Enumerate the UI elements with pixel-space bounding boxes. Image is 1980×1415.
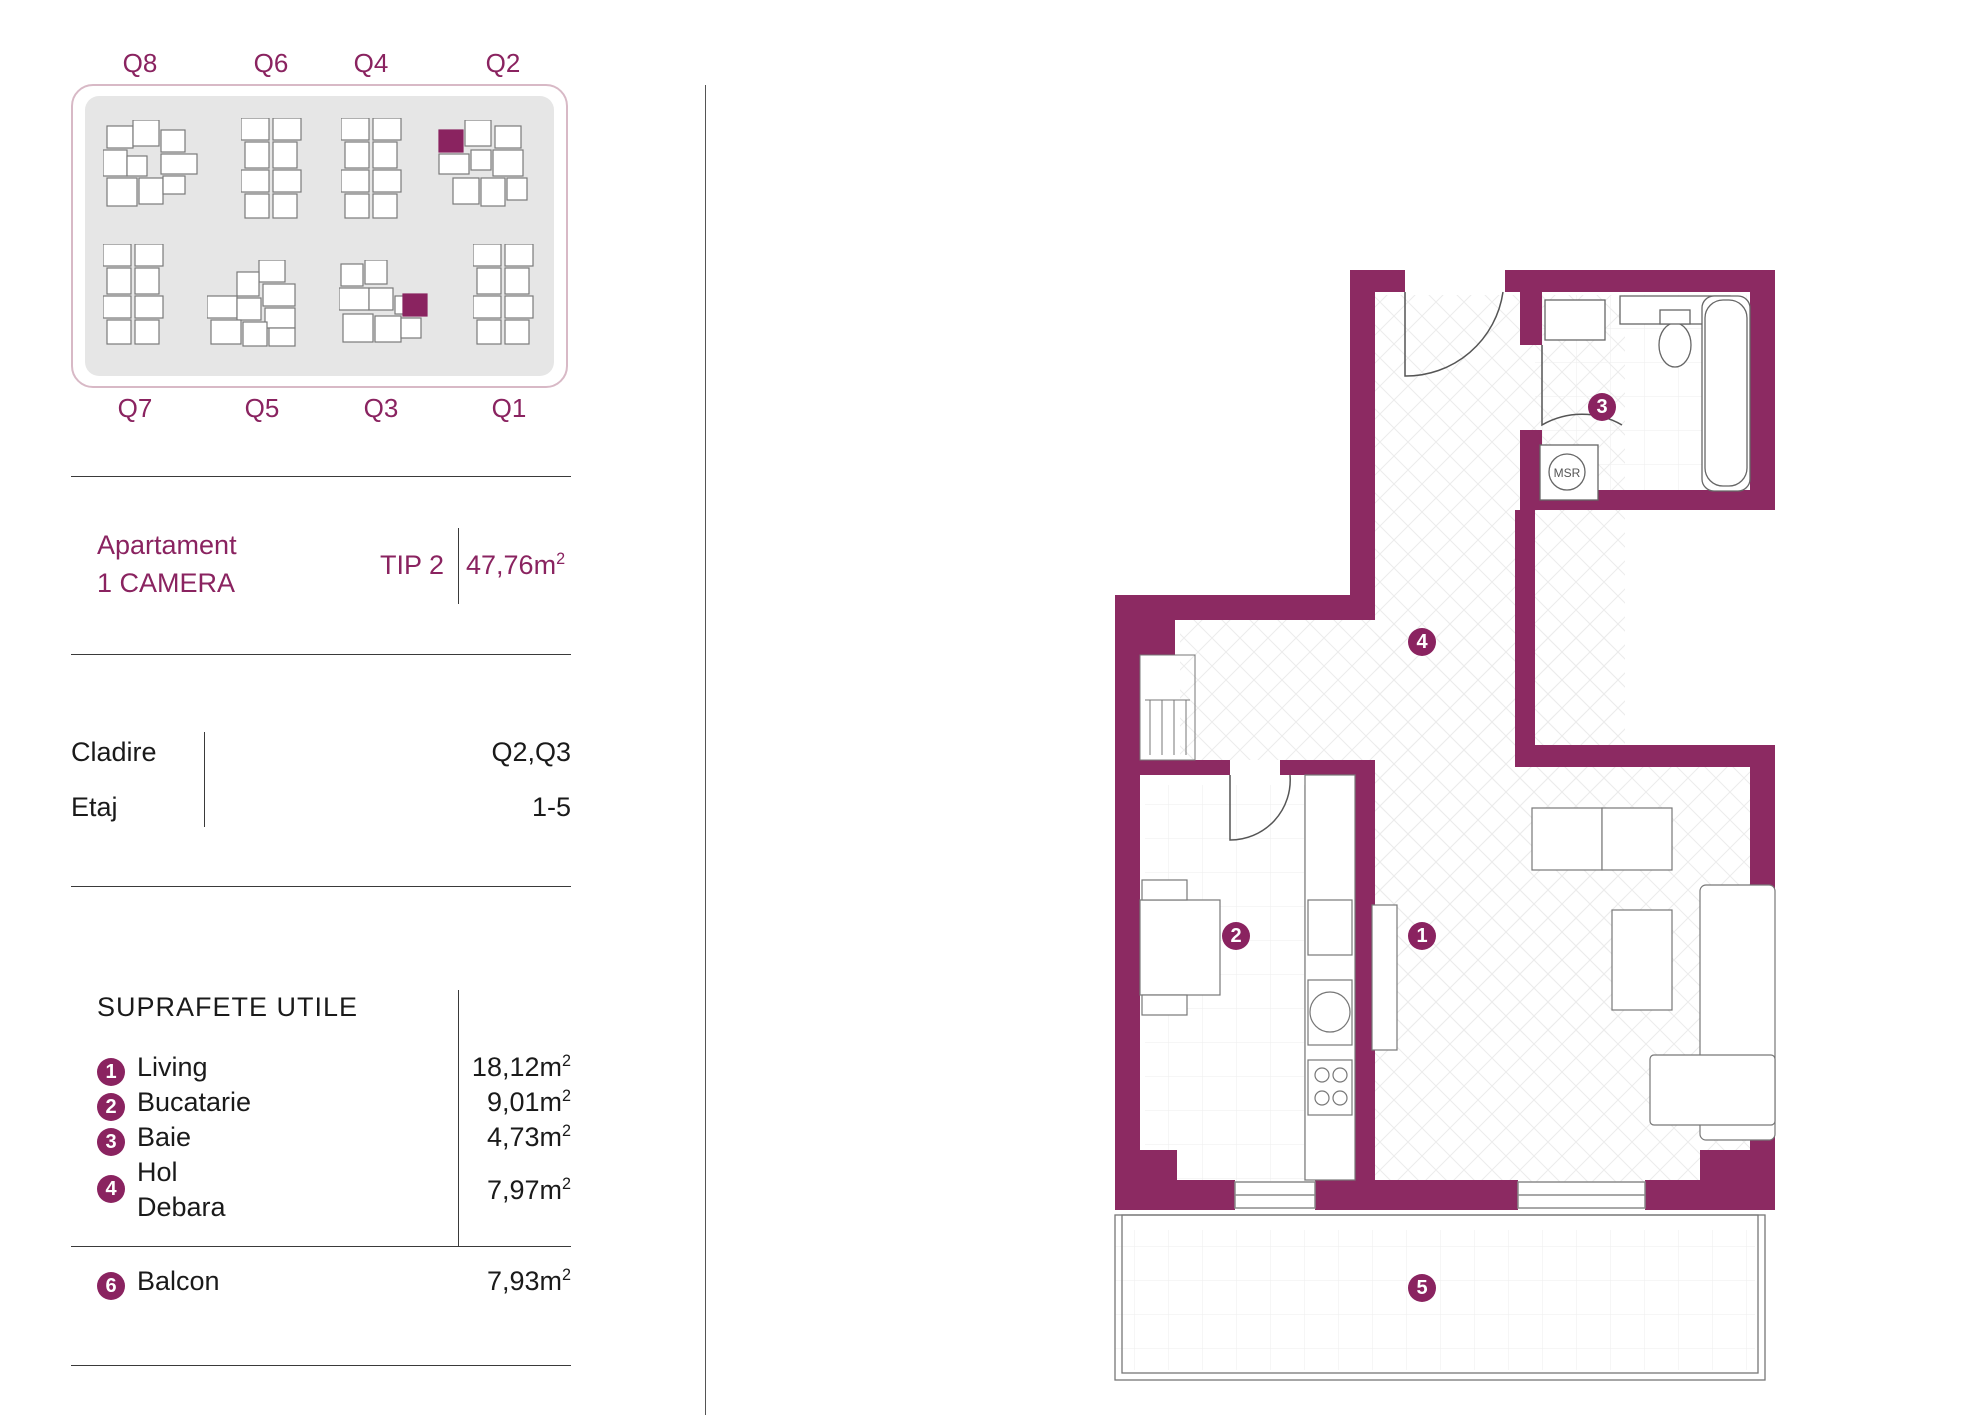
surface-value-bucatarie-text: 9,01m — [486, 1087, 562, 1117]
surface-value-balcon-text: 7,93m — [486, 1266, 562, 1296]
surface-num-3: 3 — [97, 1128, 125, 1156]
apartment-area: 47,76m2 — [466, 550, 565, 581]
balcony-railing — [1114, 1214, 1766, 1381]
label-q1: Q1 — [491, 393, 527, 423]
surfaces-separator — [458, 990, 459, 1246]
building-q7 — [103, 244, 164, 345]
cladire-value: Q2,Q3 — [491, 737, 571, 767]
corridor-floor — [1180, 620, 1625, 760]
cladire-label: Cladire — [71, 737, 157, 767]
surface-name-living: Living — [137, 1052, 208, 1082]
label-q2: Q2 — [485, 48, 521, 78]
doors — [1229, 291, 1623, 841]
building-q8 — [103, 120, 198, 207]
surface-sup-balcon: 2 — [561, 1266, 571, 1284]
surface-name-debara: Debara — [137, 1192, 226, 1222]
surface-sup-living: 2 — [561, 1052, 571, 1070]
summary-separator — [458, 528, 459, 604]
plan-marker-5: 5 — [1408, 1274, 1436, 1302]
plan-marker-2: 2 — [1222, 922, 1250, 950]
building-q3 — [339, 260, 428, 343]
surface-num-4: 4 — [97, 1175, 125, 1203]
surface-value-bucatarie: 9,01m2 — [431, 1087, 571, 1118]
plan-marker-1: 1 — [1408, 922, 1436, 950]
surface-sup-bucatarie: 2 — [561, 1087, 571, 1105]
surface-name-baie: Baie — [137, 1122, 192, 1152]
building-q5 — [207, 260, 296, 347]
walls — [1115, 270, 1775, 1210]
surfaces-heading: SUPRAFETE UTILE — [97, 992, 359, 1022]
dining-table — [1139, 879, 1221, 1016]
msr-label: MSR — [1554, 466, 1581, 480]
site-map — [71, 84, 568, 388]
label-q8: Q8 — [122, 48, 158, 78]
label-q4: Q4 — [353, 48, 389, 78]
surface-sup-hol: 2 — [561, 1175, 571, 1193]
label-q7: Q7 — [117, 393, 153, 423]
surface-value-baie-text: 4,73m — [486, 1122, 562, 1152]
building-q6 — [241, 118, 302, 219]
surface-num-2: 2 — [97, 1093, 125, 1121]
divider-1 — [71, 476, 571, 477]
building-separator — [204, 732, 205, 827]
apartment-area-value: 47,76m — [466, 550, 557, 580]
storage-closet — [1139, 654, 1196, 761]
panel-divider — [705, 85, 706, 1415]
surface-value-hol-text: 7,97m — [486, 1175, 562, 1205]
plan-marker-4: 4 — [1408, 628, 1436, 656]
apartment-area-sup: 2 — [556, 550, 566, 568]
label-q5: Q5 — [244, 393, 280, 423]
etaj-value: 1-5 — [531, 792, 571, 822]
divider-4 — [71, 1246, 571, 1247]
kitchen-counter — [1304, 774, 1356, 1181]
divider-5 — [71, 1365, 571, 1366]
label-q3: Q3 — [363, 393, 399, 423]
divider-3 — [71, 886, 571, 887]
windows — [1234, 1181, 1646, 1209]
etaj-label: Etaj — [71, 792, 118, 822]
bathroom-fixtures — [1539, 295, 1751, 501]
living-furniture — [1371, 807, 1776, 1141]
apartment-tip: TIP 2 — [380, 550, 445, 580]
building-q4 — [341, 118, 402, 219]
floor-plan: MSR — [1114, 270, 1776, 1381]
surface-value-balcon: 7,93m2 — [431, 1266, 571, 1297]
plan-marker-3: 3 — [1588, 393, 1616, 421]
balcony-floor — [1115, 1230, 1755, 1370]
surface-value-baie: 4,73m2 — [431, 1122, 571, 1153]
surface-num-6: 6 — [97, 1272, 125, 1300]
surface-name-bucatarie: Bucatarie — [137, 1087, 252, 1117]
building-q1 — [473, 244, 534, 345]
label-q6: Q6 — [253, 48, 289, 78]
apartment-type-line1: Apartament — [97, 530, 237, 560]
surface-value-hol: 7,97m2 — [431, 1175, 571, 1206]
apartment-type-line2: 1 CAMERA — [97, 568, 236, 598]
surface-num-1: 1 — [97, 1058, 125, 1086]
surface-value-living-text: 18,12m — [471, 1052, 562, 1082]
surface-name-hol: Hol — [137, 1157, 178, 1187]
building-q2 — [438, 120, 528, 207]
surface-value-living: 18,12m2 — [431, 1052, 571, 1083]
surface-sup-baie: 2 — [561, 1122, 571, 1140]
divider-2 — [71, 654, 571, 655]
surface-name-balcon: Balcon — [137, 1266, 220, 1296]
